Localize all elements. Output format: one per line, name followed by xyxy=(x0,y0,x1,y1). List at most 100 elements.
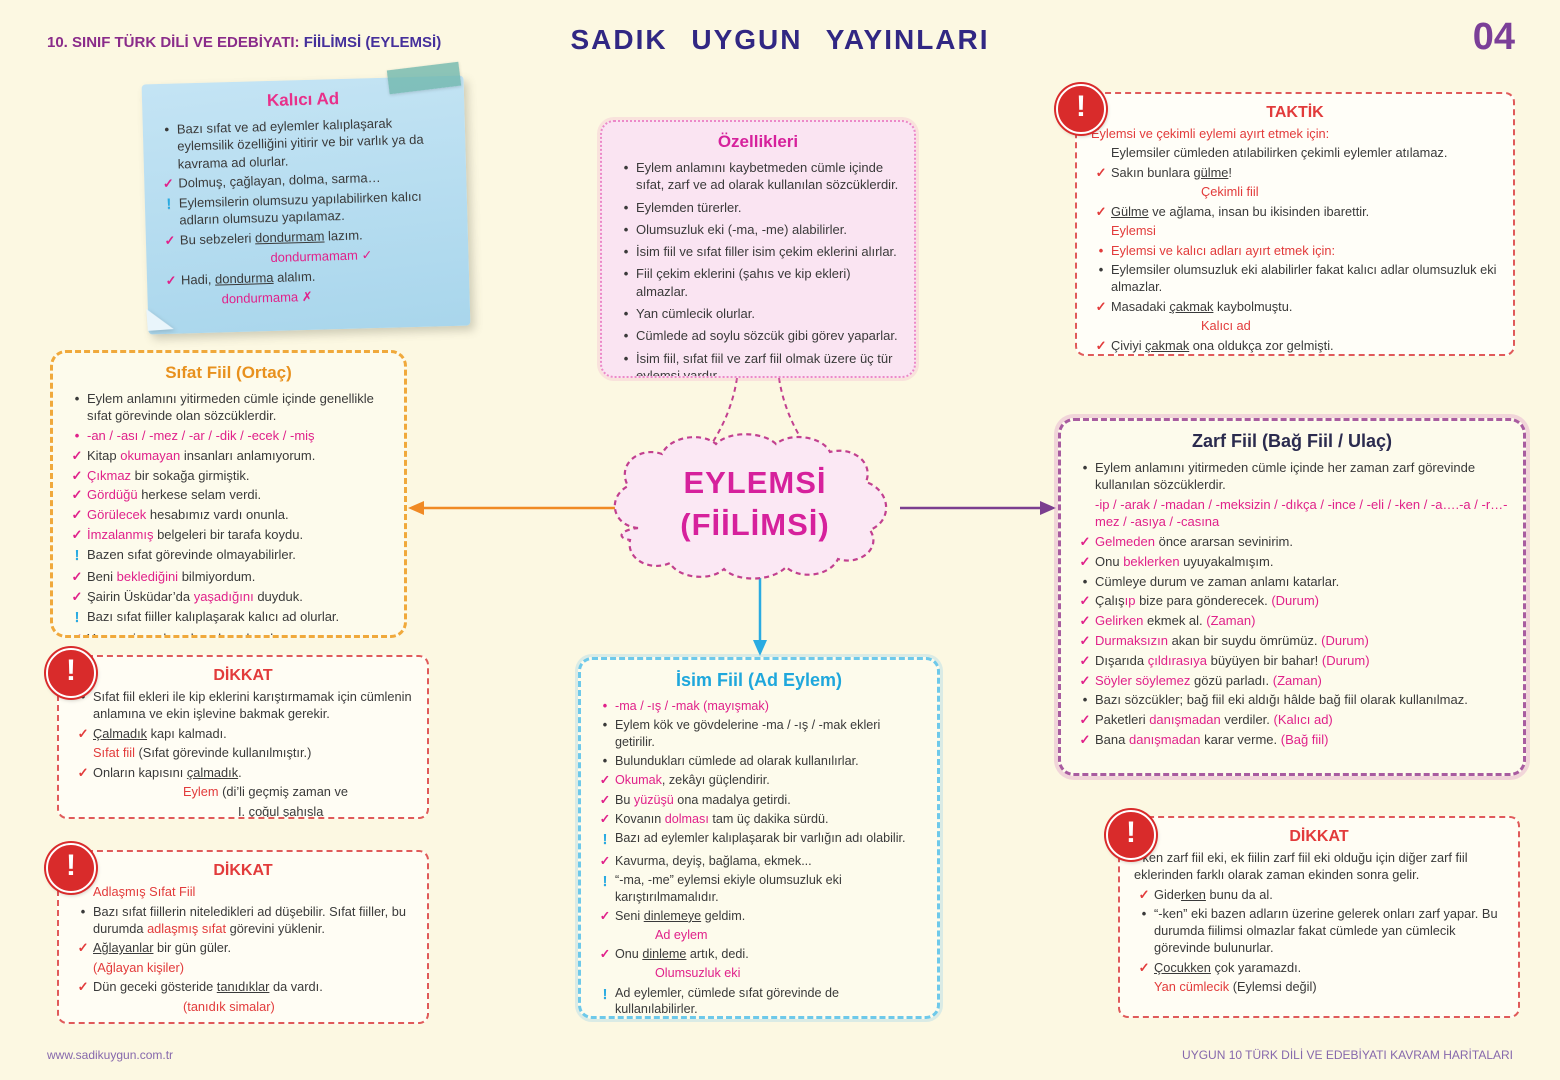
list-item: Eylemsiler cümleden atılabilirken çekiml… xyxy=(1091,144,1499,161)
item-text: Bazı sıfat fiillerin niteledikleri ad dü… xyxy=(93,903,406,936)
list-item: • Bazı sıfat ve ad eylemler kalıplaşarak … xyxy=(157,113,452,173)
list-item: ✓Kitap okumayan insanları anlamıyorum. xyxy=(67,447,390,464)
note-exclamation-icon: ! xyxy=(602,831,608,849)
kalici-ad-list: • Bazı sıfat ve ad eylemler kalıplaşarak … xyxy=(157,113,456,309)
item-text: Giderken bunu da al. xyxy=(1154,886,1273,902)
taktik-title: TAKTİK xyxy=(1266,104,1324,121)
center-node-line2: (FİİLİMSİ) xyxy=(680,506,830,542)
item-text: Gördüğü herkese selam verdi. xyxy=(87,487,262,503)
list-item: ✓Şairin Üsküdar’da yaşadığını duyduk. xyxy=(67,588,390,605)
item-text: Gülme ve ağlama, insan bu ikisinden ibar… xyxy=(1111,203,1370,219)
list-item: Eylemsi ve çekimli eylemi ayırt etmek iç… xyxy=(1091,125,1499,142)
page-title-topic: FİİLİMSİ (EYLEMSİ) xyxy=(303,34,442,51)
item-text: İsim fiil, sıfat fiil ve zarf fiil olmak… xyxy=(636,350,893,378)
item-text: Eylem anlamını yitirmeden cümle içinde h… xyxy=(1095,460,1476,493)
list-item: ✓Çıkmaz bir sokağa girmiştik. xyxy=(67,467,390,484)
item-text: Sıfat fiil (Sıfat görevinde kullanılmışt… xyxy=(93,745,312,761)
list-item: ✓Dün geceki gösteride tanıdıklar da vard… xyxy=(73,978,413,995)
item-text: Çocukken çok yaramazdı. xyxy=(1154,959,1302,975)
dikkat-2-list: Adlaşmış Sıfat Fiil•Bazı sıfat fiillerin… xyxy=(73,883,413,1015)
item-text: Görülecek hesabımız vardı onunla. xyxy=(87,507,289,523)
item-text: Ağlayanlar bir gün güler. xyxy=(93,940,232,956)
item-text: Bazı sıfat ve ad eylemler kalıplaşarak e… xyxy=(176,115,424,172)
note-exclamation-icon: ! xyxy=(74,608,80,626)
center-node-line1: EYLEMSİ xyxy=(683,465,827,500)
item-text: Kavurma, deyiş, bağlama, ekmek... xyxy=(615,853,812,868)
item-text: Eylem (di’li geçmiş zaman ve xyxy=(183,784,348,800)
item-text: Masadaki çakmak kaybolmuştu. xyxy=(1111,298,1293,314)
list-item: ✓Bana danışmadan karar verme. (Bağ fiil) xyxy=(1075,731,1509,748)
item-text: Çalışıp bize para gönderecek. (Durum) xyxy=(1095,593,1320,609)
list-item: Ad eylem xyxy=(595,927,923,944)
list-item: • Eylem anlamını yitirmeden cümle içinde … xyxy=(1075,459,1509,494)
item-text: Eylem kök ve gövdelerine -ma / -ış / -ma… xyxy=(615,718,881,749)
item-text: Cümlede ad soylu sözcük gibi görev yapar… xyxy=(636,328,898,344)
publisher-title: SADIK UYGUN YAYINLARI xyxy=(570,24,990,55)
item-text: -ma / -ış / -mak (mayışmak) xyxy=(615,699,769,713)
item-text: Bana danışmadan karar verme. (Bağ fiil) xyxy=(1095,731,1329,747)
bullet-icon: • xyxy=(74,391,80,406)
check-icon: ✓ xyxy=(67,630,87,635)
item-text: “-ken zarf fiil eki, ek fiilin zarf fiil… xyxy=(1134,850,1468,883)
item-text: Kitap okumayan insanları anlamıyorum. xyxy=(87,447,316,463)
bullet-icon: • xyxy=(623,328,629,344)
list-item: •Eylemsiler olumsuzluk eki alabilirler f… xyxy=(1091,261,1499,295)
taktik-list: Eylemsi ve çekimli eylemi ayırt etmek iç… xyxy=(1091,125,1499,355)
list-item: ✓Ağlayanlar bir gün güler. xyxy=(73,939,413,956)
list-item: ✓Sakın bunlara gülme! xyxy=(1091,164,1499,181)
item-text: Şairin Üsküdar’da yaşadığını duyduk. xyxy=(87,588,303,604)
list-item: •Bazı sözcükler; bağ fiil eki aldığı hâl… xyxy=(1075,691,1509,708)
check-icon: ✓ xyxy=(71,467,83,483)
list-item: ✓Onların kapısını çalmadık. xyxy=(73,764,413,781)
item-text: Eylem anlamını yitirmeden cümle içinde g… xyxy=(87,391,374,424)
list-item: •Bulundukları cümlede ad olarak kullanıl… xyxy=(595,753,923,770)
bullet-icon: • xyxy=(1141,906,1147,922)
bullet-icon: • xyxy=(1082,692,1088,708)
list-item: ✓Çocukken çok yaramazdı. xyxy=(1134,959,1504,976)
list-item: •Olumsuzluk eki (-ma, -me) alabilirler. xyxy=(616,221,900,238)
list-item: Olumsuzluk eki xyxy=(595,965,923,982)
item-text: “-ken” eki bazen adların üzerine gelerek… xyxy=(1154,906,1498,956)
page-number: 04 xyxy=(1472,16,1515,58)
list-item: ✓Durmaksızın akan bir suydu ömrümüz. (Du… xyxy=(1075,632,1509,649)
check-icon: ✓ xyxy=(1079,553,1091,569)
taktik-box: TAKTİK Eylemsi ve çekimli eylemi ayırt e… xyxy=(1075,92,1515,356)
page-title: 10. SINIF TÜRK DİLİ VE EDEBİYATI: FİİLİM… xyxy=(47,34,441,51)
list-item: ✓Gelmeden önce ararsan sevinirim. xyxy=(1075,533,1509,550)
list-item: ✓Bu yüzüşü ona madalya getirdi. xyxy=(595,792,923,809)
item-text: Bazen sıfat görevinde olmayabilirler. xyxy=(87,546,296,562)
list-item: Kalıcı ad xyxy=(1091,317,1499,334)
cloud-shape xyxy=(613,433,888,580)
item-text: Eylemsiler olumsuzluk eki alabilirler fa… xyxy=(1111,262,1497,295)
warning-icon: ! xyxy=(1106,810,1156,860)
item-text: Yan cümlecik olurlar. xyxy=(636,305,755,321)
check-icon: ✓ xyxy=(77,940,89,956)
list-item: ! Bazen sıfat görevinde olmayabilirler. xyxy=(67,546,390,566)
item-text: Dün geceki gösteride tanıdıklar da vardı… xyxy=(93,979,323,995)
item-text: (Ağlayan kişiler) xyxy=(93,959,185,975)
list-item: ✓Gördüğü herkese selam verdi. xyxy=(67,486,390,503)
item-text: Eylemsi xyxy=(1111,223,1156,239)
list-item: !Bazı sıfat fiiller kalıplaşarak kalıcı … xyxy=(67,608,390,628)
bullet-icon: • xyxy=(1082,460,1088,475)
item-text: (tanıdık simalar) xyxy=(183,998,275,1014)
list-item: !Eylemsilerin olumsuzu yapılabilirken ka… xyxy=(159,187,454,230)
bullet-icon: • xyxy=(164,121,170,137)
list-item: ✓Giderken bunu da al. xyxy=(1134,886,1504,903)
zarf-fiil-box: Zarf Fiil (Bağ Fiil / Ulaç) •Eylem anlam… xyxy=(1058,418,1526,776)
check-icon: ✓ xyxy=(71,447,83,463)
note-exclamation-icon: ! xyxy=(166,195,172,214)
item-text: Yan cümlecik (Eylemsi değil) xyxy=(1154,979,1317,995)
list-item: • Eylem anlamını yitirmeden cümle içinde … xyxy=(67,390,390,425)
ozellikleri-title: Özellikleri xyxy=(717,132,799,151)
item-text: Çalmadık kapı kalmadı. xyxy=(93,725,227,741)
dikkat-3-title: DİKKAT xyxy=(1289,828,1349,845)
check-icon: ✓ xyxy=(1079,712,1091,728)
note-exclamation-icon: ! xyxy=(74,546,80,564)
dikkat-1-list: •Sıfat fiil ekleri ile kip eklerini karı… xyxy=(73,688,413,817)
check-icon: ✓ xyxy=(77,979,89,995)
item-text: Gelmeden önce ararsan sevinirim. xyxy=(1095,534,1293,550)
list-item: ✓Onu dinleme artık, dedi. xyxy=(595,946,923,963)
item-text: Cümleye durum ve zaman anlamı katarlar. xyxy=(1095,573,1340,589)
bullet-icon: • xyxy=(623,244,629,260)
